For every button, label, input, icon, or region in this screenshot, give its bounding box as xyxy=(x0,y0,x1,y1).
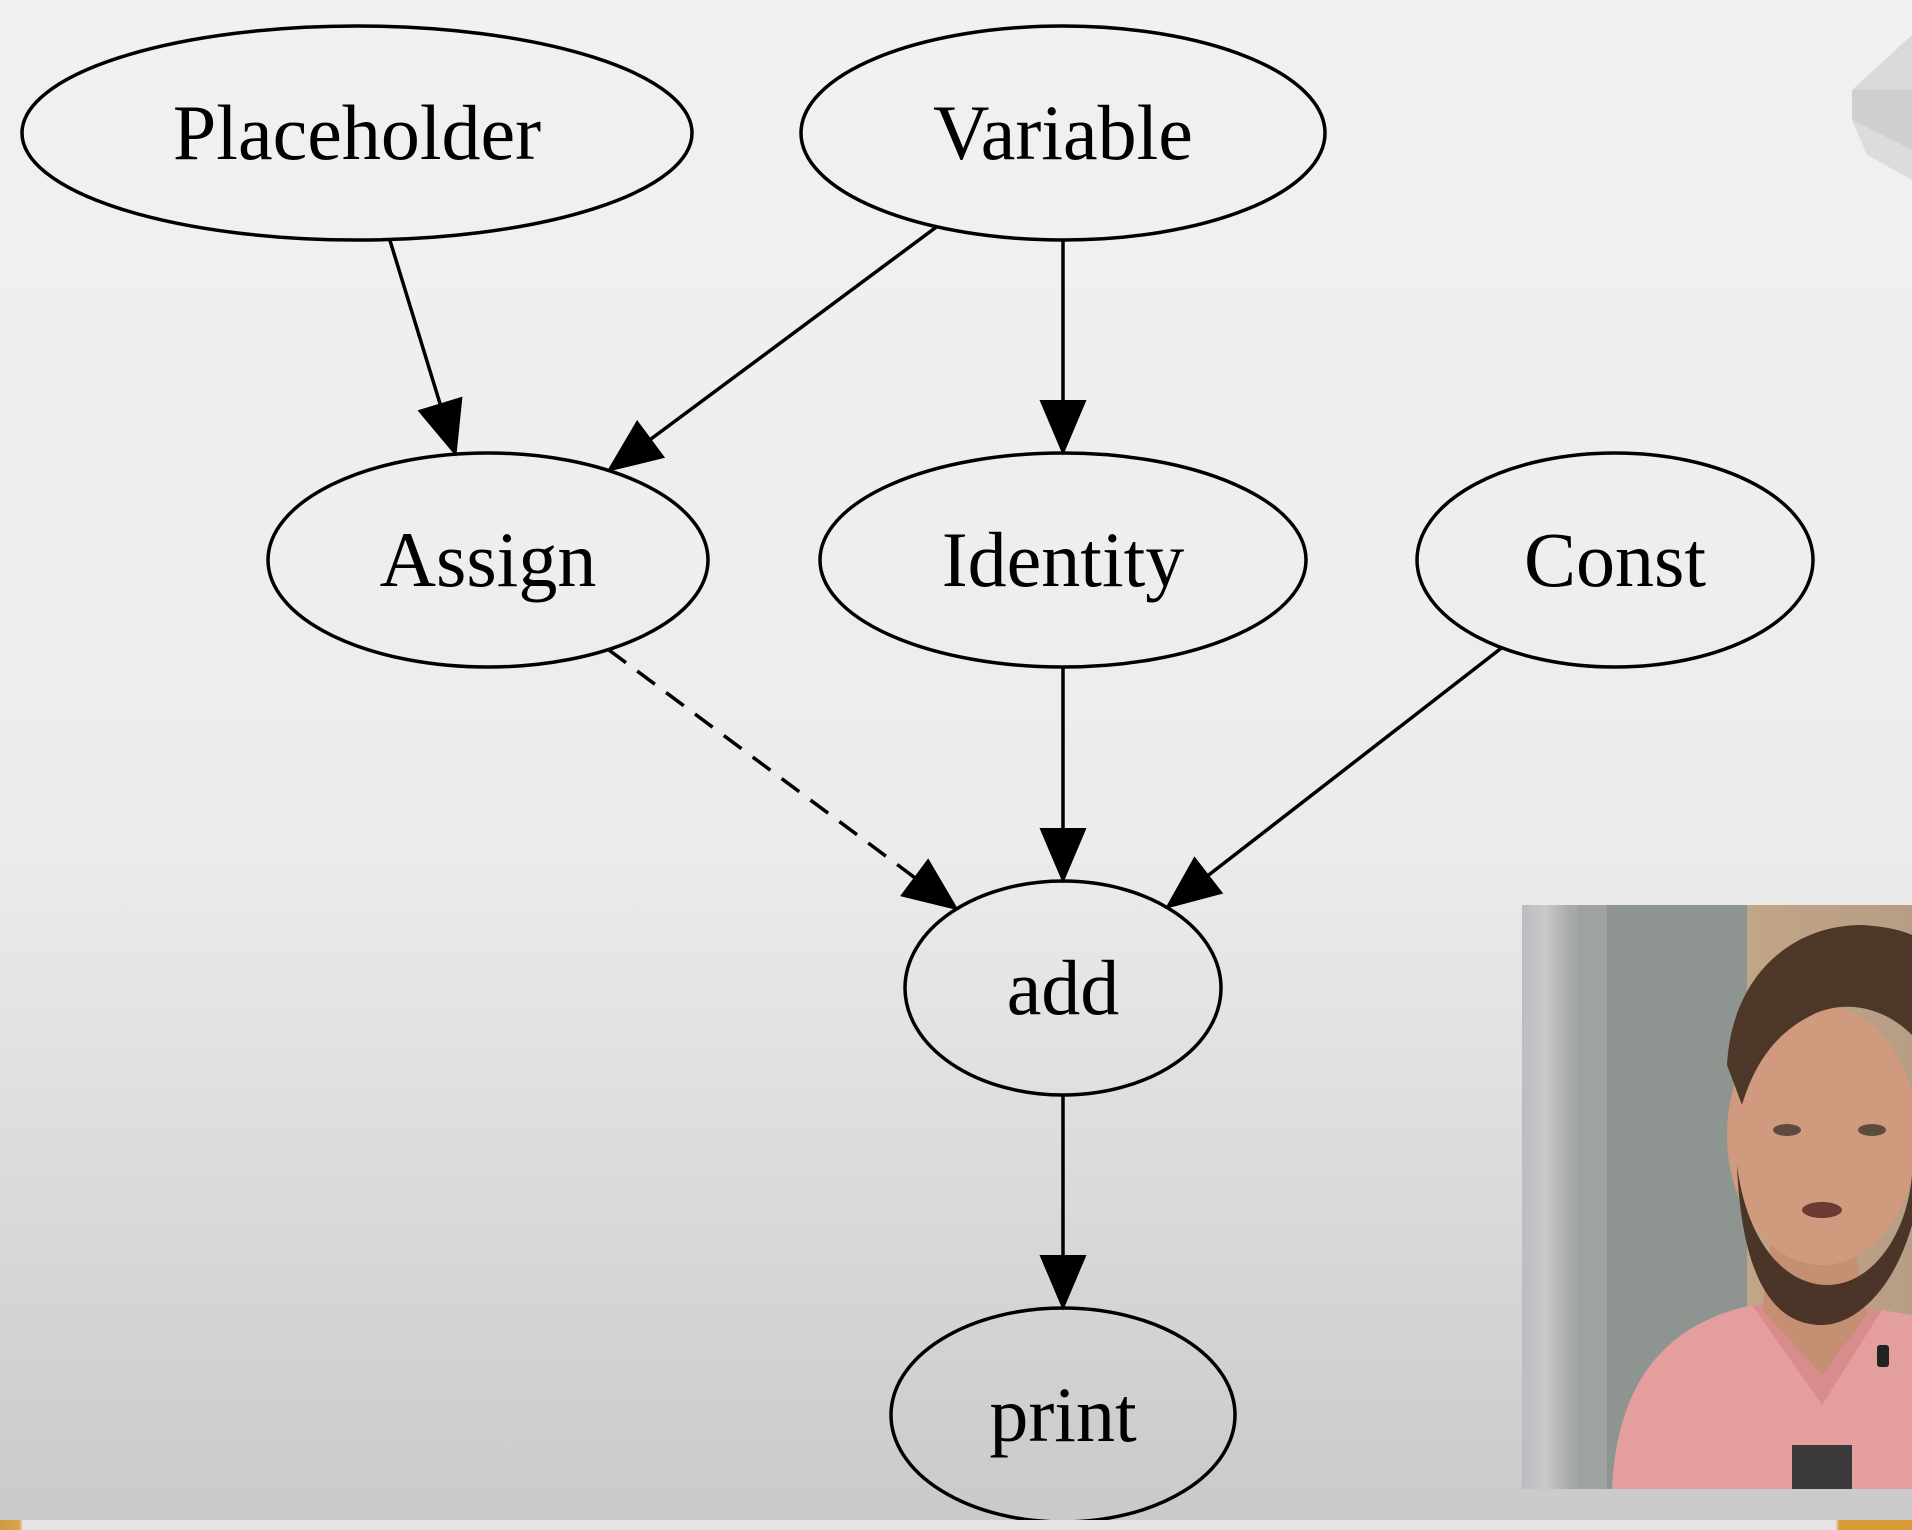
bottom-accent-bar xyxy=(0,1520,1912,1530)
node-assign-ellipse xyxy=(266,451,710,669)
node-placeholder-ellipse xyxy=(20,24,694,242)
node-identity: Identity xyxy=(818,451,1308,669)
arrowhead-const-to-add xyxy=(1164,856,1224,909)
arrowhead-placeholder-to-assign xyxy=(417,396,463,457)
arrowhead-variable-to-assign xyxy=(606,420,666,473)
node-assign-label: Assign xyxy=(380,516,597,603)
arrowhead-assign-to-add xyxy=(900,858,959,911)
node-print: print xyxy=(889,1306,1237,1524)
node-assign: Assign xyxy=(266,451,710,669)
edge-variable-to-assign xyxy=(649,225,938,441)
node-add: add xyxy=(903,879,1223,1097)
node-variable: Variable xyxy=(799,24,1327,242)
node-add-label: add xyxy=(1007,944,1120,1031)
node-identity-label: Identity xyxy=(942,516,1185,603)
edge-placeholder-to-assign xyxy=(387,238,442,405)
node-variable-label: Variable xyxy=(933,89,1193,176)
node-const-ellipse xyxy=(1415,451,1815,669)
node-variable-ellipse xyxy=(799,24,1327,242)
logo-icon xyxy=(1852,35,1912,180)
node-print-label: print xyxy=(989,1371,1137,1458)
presenter-video xyxy=(1522,905,1912,1489)
node-const: Const xyxy=(1415,451,1815,669)
edges-layer xyxy=(387,225,1503,1311)
arrowhead-add-to-print xyxy=(1039,1255,1087,1311)
node-add-ellipse xyxy=(903,879,1223,1097)
edge-assign-to-add xyxy=(607,648,917,880)
arrowhead-variable-to-identity xyxy=(1039,400,1087,456)
node-identity-ellipse xyxy=(818,451,1308,669)
node-const-label: Const xyxy=(1524,516,1706,603)
node-placeholder: Placeholder xyxy=(20,24,694,242)
edge-const-to-add xyxy=(1206,646,1503,877)
node-placeholder-label: Placeholder xyxy=(173,89,541,176)
arrowhead-identity-to-add xyxy=(1039,828,1087,884)
